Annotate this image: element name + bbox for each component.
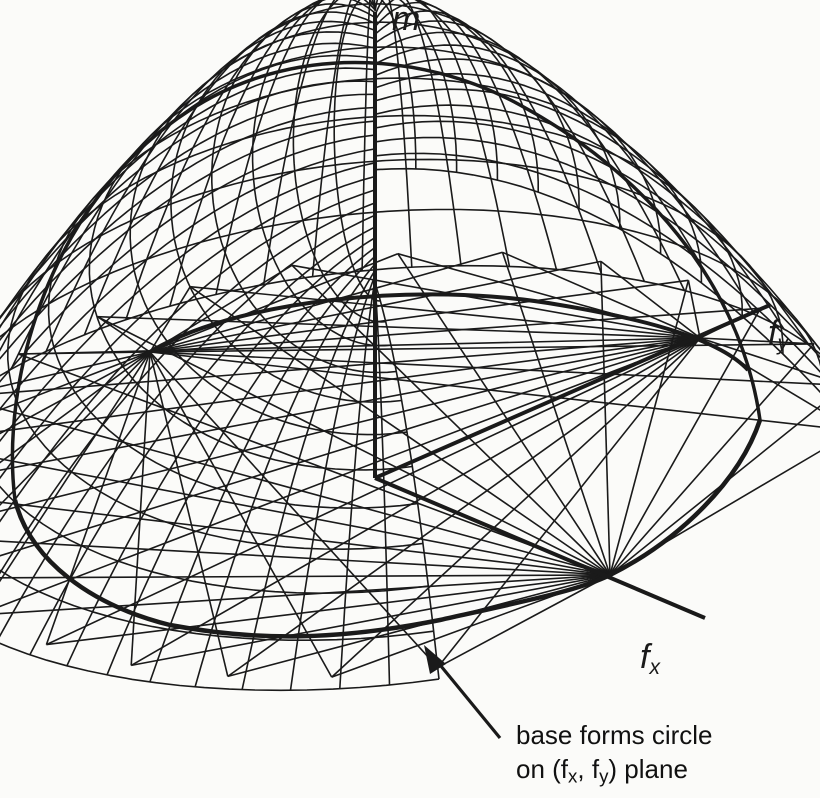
mesh-meridian — [374, 1, 558, 270]
mesh-fan-line — [0, 351, 151, 411]
mesh-fan-line — [149, 351, 820, 428]
mesh-meridian — [374, 31, 686, 291]
mesh-fan-line — [502, 251, 701, 339]
mesh-fan-line — [699, 337, 820, 378]
mesh-fan-line — [291, 264, 611, 576]
mesh-fan-line — [0, 337, 701, 557]
mesh-fan-line — [149, 343, 814, 353]
mesh-fan-line — [291, 264, 701, 339]
mesh-fan-line — [45, 351, 151, 645]
mesh-fan-line — [0, 337, 701, 472]
mesh-fan-line — [131, 574, 611, 667]
mesh-fan-line — [0, 574, 611, 615]
mesh-fan-line — [0, 574, 611, 579]
mesh-fan-line — [149, 351, 229, 677]
mesh-fan-line — [46, 337, 701, 646]
annotation-arrow — [424, 645, 502, 740]
mesh-fan-line — [609, 405, 820, 576]
mesh-fan-line — [0, 407, 611, 576]
mesh-meridian — [0, 175, 376, 480]
mesh-meridian — [374, 104, 820, 351]
mesh-fan-line — [0, 351, 151, 388]
axes — [373, 12, 771, 620]
annotation-line-2: on (fx, fy) plane — [516, 754, 688, 787]
m-axis-label: m — [392, 0, 421, 38]
mesh-fan-line — [609, 307, 762, 576]
mesh-contour — [333, 0, 417, 302]
mesh-fan-line — [0, 337, 701, 512]
fx-axis — [374, 476, 706, 620]
mesh-fan-line — [609, 450, 820, 576]
mesh-fan-line — [149, 351, 820, 385]
wireframe-mesh — [0, 0, 820, 692]
mesh-fan-line — [0, 337, 701, 395]
mesh-fan-line — [227, 337, 701, 678]
annotation-line-1: base forms circle — [516, 720, 713, 750]
mesh-fan-line — [18, 337, 701, 355]
mesh-fan-line — [130, 337, 701, 667]
mesh-fan-line — [609, 343, 815, 576]
mesh-fan-line — [600, 261, 611, 576]
mesh-fan-line — [149, 279, 689, 353]
fy-axis-label: fy — [768, 314, 788, 355]
mesh-fan-line — [149, 307, 761, 353]
mesh-fan-line — [18, 353, 611, 576]
mesh-contour — [129, 21, 621, 436]
mesh-fan-line — [437, 337, 701, 668]
mesh-meridian — [0, 162, 376, 443]
mesh-fan-line — [699, 337, 814, 345]
mesh-fan-line — [0, 337, 701, 433]
mesh-meridian — [29, 226, 376, 656]
mesh-fan-line — [331, 337, 701, 678]
mesh-fan-line — [437, 574, 611, 669]
outline-dome — [10, 60, 762, 501]
mesh-fan-line — [0, 501, 611, 576]
mesh-fan-line — [687, 280, 701, 339]
mesh-contour — [0, 208, 820, 641]
outline-bottom — [12, 419, 763, 639]
mesh-fan-line — [0, 351, 151, 583]
mesh-fan-line — [0, 540, 611, 576]
mesh-fan-line — [190, 285, 701, 339]
mesh-contour — [88, 46, 662, 471]
outline-ridge — [143, 292, 750, 372]
mesh-fan-line — [600, 260, 701, 339]
fy-axis — [374, 303, 771, 480]
fx-axis-label: fx — [640, 638, 660, 679]
mesh-fan-line — [97, 316, 151, 353]
mesh-fan-line — [0, 351, 151, 435]
mesh-fan-line — [46, 574, 611, 646]
mesh-fan-line — [149, 252, 399, 353]
mesh-fan-line — [97, 315, 701, 339]
mesh-contour — [7, 114, 743, 550]
mesh-fan-line — [397, 253, 611, 576]
mesh-fan-line — [0, 337, 701, 608]
mesh-fan-line — [0, 351, 151, 464]
annotation-text: base forms circle on (fx, fy) plane — [516, 718, 713, 794]
mesh-fan-line — [0, 458, 611, 576]
